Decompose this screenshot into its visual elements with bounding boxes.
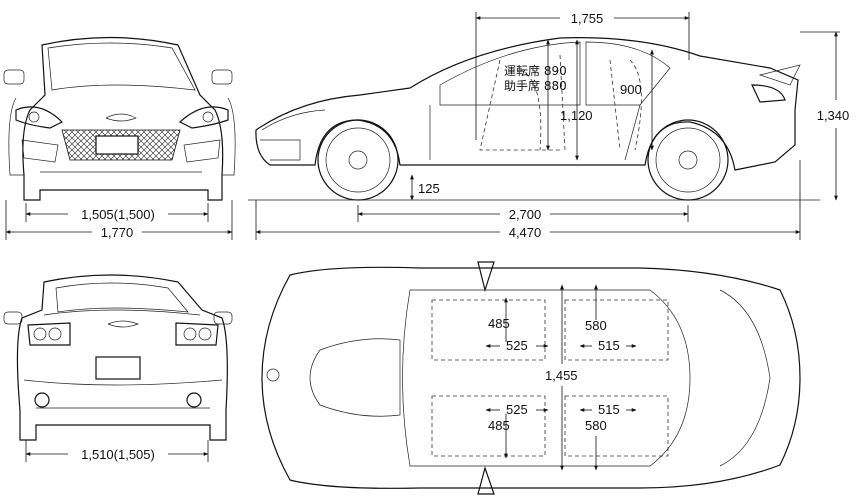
wheelbase-label: 2,700 (509, 207, 542, 222)
rear-seat-width-lower-label: 580 (585, 418, 607, 433)
overall-width-label: 1,770 (101, 225, 134, 240)
rear-seat-depth-lower-label: 515 (598, 402, 620, 417)
driver-seat-label: 運転席 890 (504, 63, 567, 78)
front-view: 1,505(1,500) 1,770 (3, 36, 236, 240)
overall-height-label: 1,340 (817, 108, 850, 123)
overhead-length-label: 1,755 (571, 11, 604, 26)
front-seat-width-upper-label: 485 (488, 316, 510, 331)
rear-headroom-label: 900 (620, 82, 642, 97)
front-seat-width-lower-label: 485 (488, 418, 510, 433)
rear-track-label: 1,510(1,505) (81, 447, 155, 462)
rear-seat-width-upper-label: 580 (585, 318, 607, 333)
passenger-seat-label: 助手席 880 (504, 78, 567, 93)
side-view: 1,755 運転席 890 助手席 880 900 1,120 1,340 12… (248, 11, 849, 240)
rear-view: 1,510(1,505) (3, 274, 233, 462)
rear-seat-depth-upper-label: 515 (598, 338, 620, 353)
front-track-label: 1,505(1,500) (81, 207, 155, 222)
front-seat-depth-lower-label: 525 (506, 402, 528, 417)
cabin-width-label: 1,455 (545, 368, 578, 383)
ground-clearance-label: 125 (418, 181, 440, 196)
top-view: 485 525 1,455 580 515 525 485 515 580 (261, 261, 801, 495)
front-seat-depth-upper-label: 525 (506, 338, 528, 353)
overall-length-label: 4,470 (509, 225, 542, 240)
interior-height-label: 1,120 (560, 108, 593, 123)
